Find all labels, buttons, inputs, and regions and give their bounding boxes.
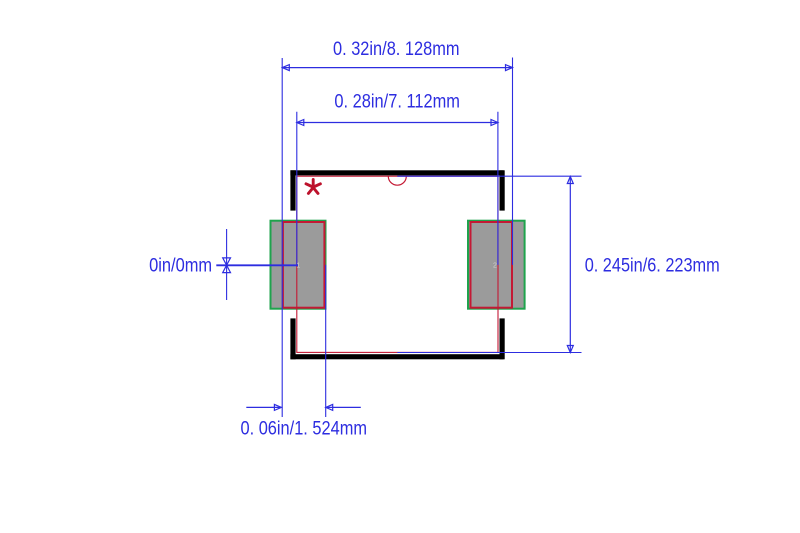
svg-text:2: 2: [493, 263, 497, 270]
svg-text:0. 32in/8. 128mm: 0. 32in/8. 128mm: [333, 39, 460, 60]
svg-text:0. 245in/6. 223mm: 0. 245in/6. 223mm: [585, 256, 720, 277]
svg-text:0. 06in/1. 524mm: 0. 06in/1. 524mm: [241, 418, 368, 439]
svg-text:0in/0mm: 0in/0mm: [149, 256, 212, 277]
svg-text:1: 1: [296, 263, 300, 270]
svg-text:0. 28in/7. 112mm: 0. 28in/7. 112mm: [334, 91, 460, 112]
